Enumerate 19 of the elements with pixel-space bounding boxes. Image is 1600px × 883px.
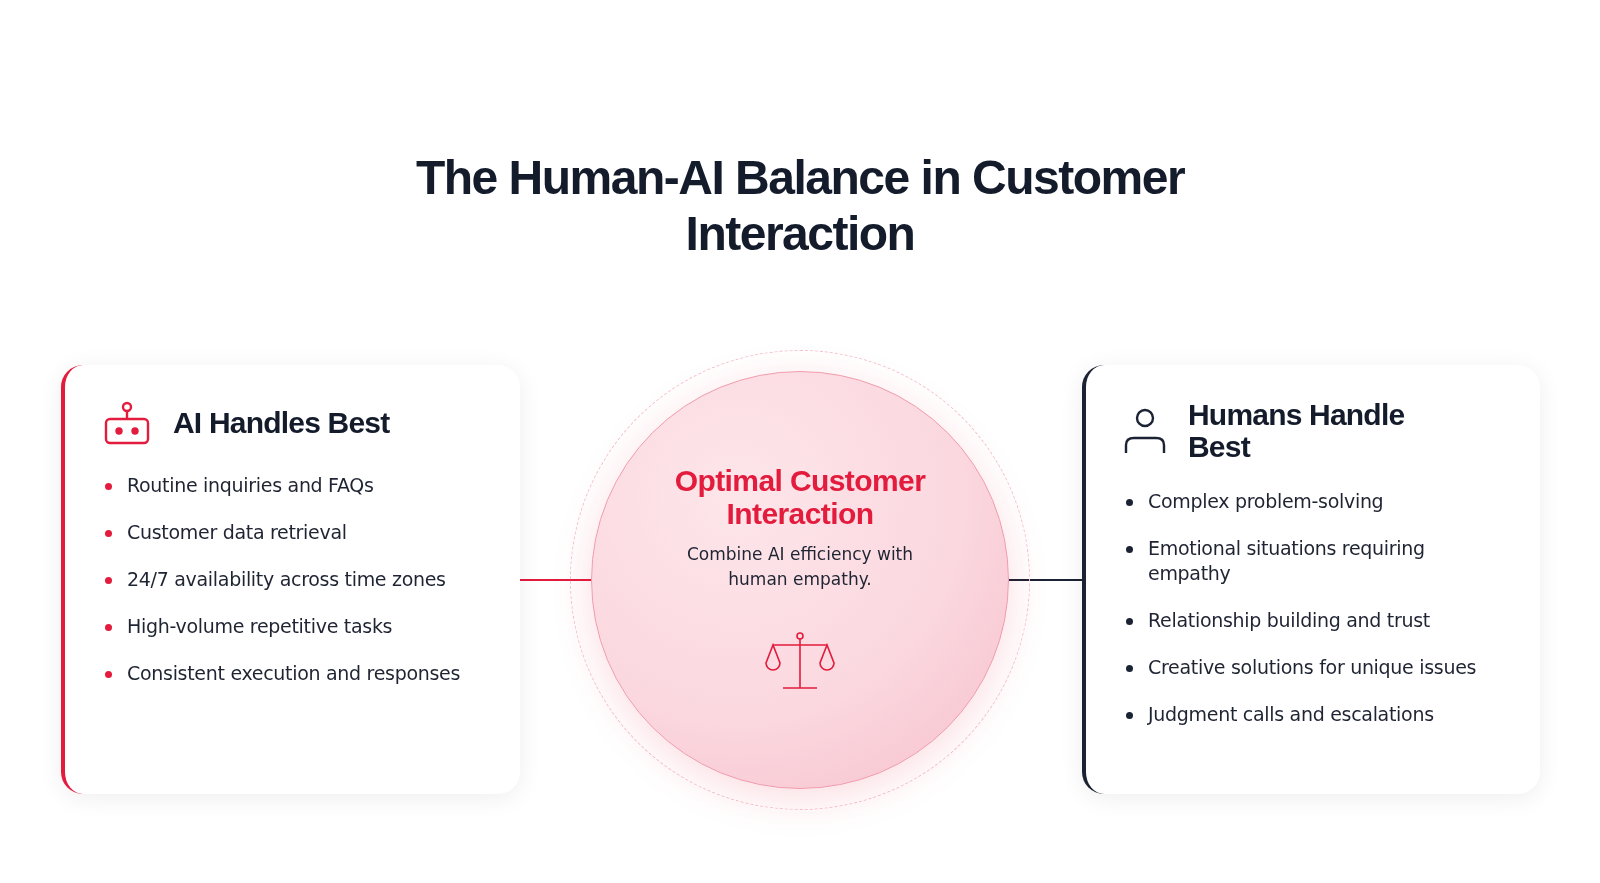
connector-line [1008,579,1083,581]
list-item: Complex problem-solving [1124,489,1510,514]
list-item: Judgment calls and escalations [1124,702,1510,727]
category-card [1082,365,1540,794]
list-item: Consistent execution and responses [103,661,490,686]
list-item: Relationship building and trust [1124,608,1510,633]
list-item: Customer data retrieval [103,520,490,545]
connector-line [519,579,592,581]
list-item: 24/7 availability across time zones [103,567,490,592]
category-card [61,365,520,794]
card-heading: Humans Handle Best [1188,399,1406,463]
list-item: Routine inquiries and FAQs [103,473,490,498]
list-item: Emotional situations requiring empathy [1124,536,1510,586]
circle-heading: Optimal Customer Interaction [673,464,927,530]
diagram-title: The Human-AI Balance in Customer Interaction [414,150,1186,262]
card-heading: AI Handles Best [173,407,391,439]
list-item: High-volume repetitive tasks [103,614,490,639]
list-item: Creative solutions for unique issues [1124,655,1510,680]
circle-text: Combine AI efficiency with human empathy. [685,543,915,591]
